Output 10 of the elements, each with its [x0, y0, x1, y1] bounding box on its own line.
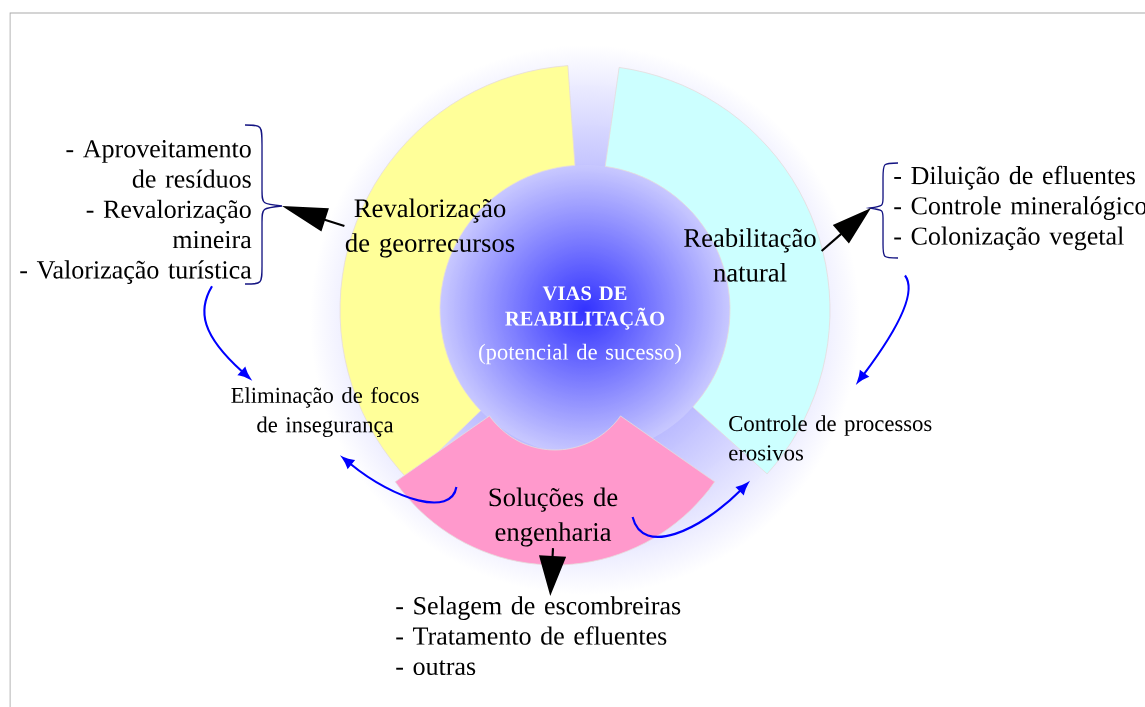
curved-arrow — [857, 275, 910, 383]
curved-arrow — [631, 482, 749, 538]
ring-segment: Soluções de engenharia — [394, 415, 716, 566]
outcome-text: Controle de processos erosivos — [729, 415, 932, 461]
item-list: - Aproveitamento de resíduos - Revalorização mineira - Valorização turística — [20, 140, 252, 284]
curved-arrow — [203, 285, 251, 379]
center-subtitle: (potencial de sucesso) — [479, 343, 681, 365]
item-list: - Selagem de escombreiras - Tratamento de efluentes - outras — [396, 596, 681, 676]
curved-arrow — [342, 456, 458, 504]
center-title: VIAS DE REABILITAÇÃO — [505, 286, 665, 330]
